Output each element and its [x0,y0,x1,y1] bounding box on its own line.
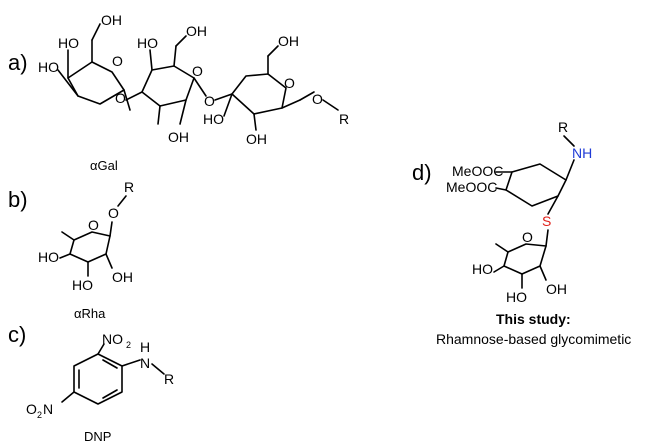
atom-o: O [115,90,126,106]
bond [299,91,315,101]
atom-oh: OH [278,33,299,49]
panel-b: b) R O O HO HO OH αRha [8,179,134,321]
bond [545,229,549,247]
bond [157,105,161,125]
atom-meooc: MeOOC [446,179,497,195]
atom-r: R [124,179,134,195]
bond [57,69,79,97]
compound-name-c: DNP [84,429,111,444]
bond [175,35,187,47]
benzene-ring [73,353,123,405]
bond [193,77,207,97]
bond [223,93,233,117]
atom-ho: HO [38,59,59,75]
atom-o: O [88,217,99,233]
bond [105,253,113,269]
bond [61,391,75,403]
subscript: 2 [126,340,131,350]
atom-o: O [108,205,119,221]
bond [149,49,153,71]
atom-oh: OH [101,12,122,28]
atom-r: R [164,371,174,387]
bond [563,135,575,147]
panel-a-ring-2: HO OH O OH [137,23,207,145]
atom-meooc: MeOOC [452,163,503,179]
bond [493,265,505,273]
atom-ho: HO [137,35,158,51]
panel-d-label: d) [412,160,432,185]
atom-oh: OH [246,131,267,147]
bond [281,99,301,109]
bond [91,23,101,41]
atom-o: O [204,93,215,109]
panel-a-ring-3: OH HO OH O [203,33,301,147]
atom-r: R [558,119,568,135]
compound-name-a: αGal [90,158,118,173]
bond [121,359,141,367]
atom-h: H [140,339,150,355]
bond [125,91,143,101]
bond [267,45,279,57]
cyclohexane-ring [505,163,567,207]
bond [97,343,105,355]
atom-o: O [192,63,203,79]
panel-a-ring-1: OH HO HO O [38,12,131,111]
panel-a-label: a) [8,50,28,75]
rhamnose-ring [503,243,547,275]
bond [102,359,118,369]
bond [179,99,187,125]
atom-n: N [140,355,150,371]
bond [109,221,113,237]
atom-o2n-n: N [43,401,53,417]
atom-ho: HO [472,261,493,277]
atom-no2-top: NO [102,331,123,347]
atom-o: O [112,53,123,69]
bond [214,93,233,101]
bond [102,389,118,399]
panel-a: a) OH HO HO O O HO OH O OH [8,12,349,173]
atom-ho: HO [38,249,59,265]
bond [59,253,71,259]
ring-b-bonds [69,231,111,263]
caption-text: Rhamnose-based glycomimetic [436,331,631,347]
subscript: 2 [37,410,42,420]
panel-d: d) R NH MeOOC MeOOC S O HO HO OH This st… [412,119,631,347]
bond [61,231,75,241]
atom-o: O [312,91,323,107]
bond [495,187,507,191]
panel-c-label: c) [8,322,26,347]
compound-name-b: αRha [74,306,106,321]
panel-b-label: b) [8,187,28,212]
atom-o: O [522,229,533,245]
atom-o2n: O [26,401,37,417]
atom-nh: NH [572,145,592,161]
bond [151,363,165,375]
bond [173,45,177,67]
atom-oh: OH [186,23,207,39]
ring-3-bonds [231,73,287,115]
bond [539,265,547,281]
atom-r: R [339,111,349,127]
atom-o: O [284,75,295,91]
atom-oh: OH [112,269,133,285]
bond [495,243,509,253]
atom-oh: OH [546,281,567,297]
bond [322,99,339,111]
panel-c: c) NO 2 H N R O 2 N DNP [8,322,174,444]
atom-ho: HO [203,111,224,127]
bond [565,159,575,181]
atom-ho: HO [58,35,79,51]
atom-ho: HO [506,289,527,305]
bond [253,113,257,131]
bond [547,195,559,215]
atom-ho: HO [72,277,93,293]
caption-title: This study: [496,311,571,327]
atom-s: S [542,213,551,229]
bond [117,195,127,207]
atom-oh: OH [168,129,189,145]
